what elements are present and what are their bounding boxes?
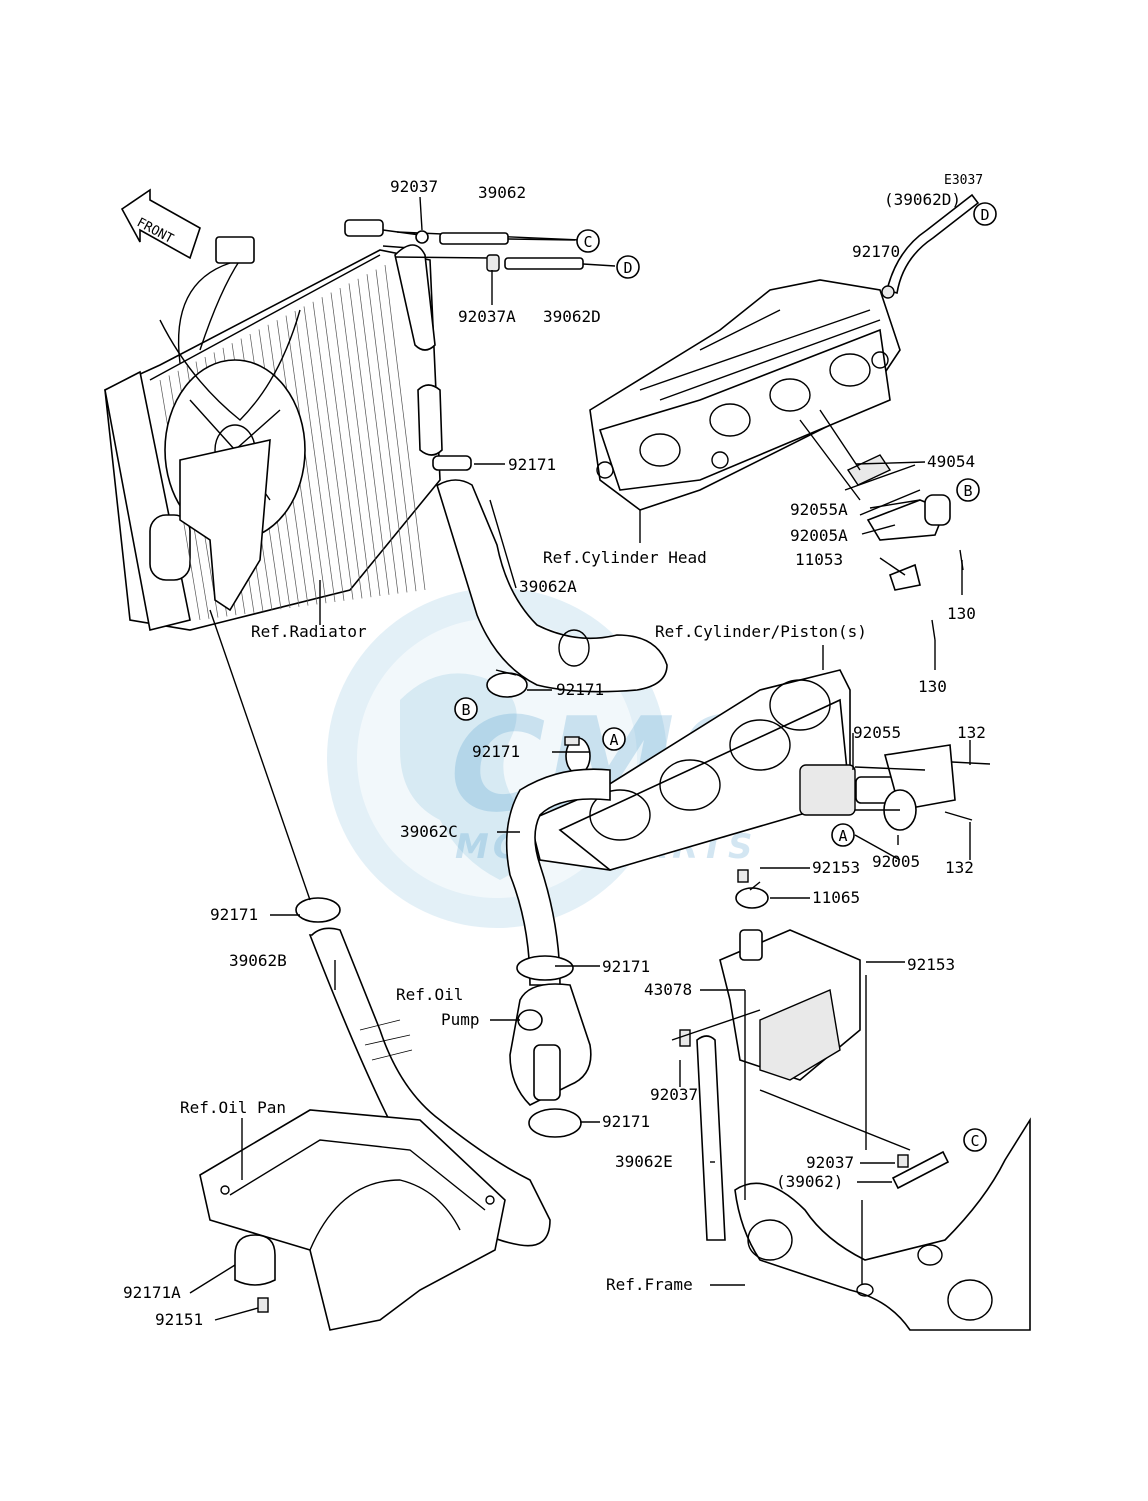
frame-drawing [734,1117,1031,1331]
label-92153-a: 92153 [812,858,860,877]
radiator-fan [159,236,306,612]
svg-text:D: D [623,259,632,277]
clamp-92171-B [486,669,528,698]
svg-text:B: B [461,701,470,719]
label-92037A: 92037A [458,307,516,326]
top-hoses [394,196,616,305]
ref-radiator: Ref.Radiator [251,622,367,641]
label-92170: 92170 [852,242,900,261]
hose-39062C [505,768,611,986]
label-92005: 92005 [872,852,920,871]
svg-text:A: A [609,731,618,749]
svg-text:C: C [583,233,592,251]
radiator-top-pipe [344,219,443,456]
label-92171-left: 92171 [210,905,258,924]
radiator-fin [375,269,417,592]
label-39062C: 39062C [400,822,458,841]
radiator-fin [285,315,327,604]
connector-A-right: A [831,823,855,847]
connector-C-low: C [963,1128,987,1152]
connector-D-right: D [973,202,997,226]
radiator-fin [294,310,336,603]
label-92037-low: 92037 [806,1153,854,1172]
svg-text:B: B [963,482,972,500]
hose-39062-lower [891,1150,950,1190]
radiator-fin [348,283,390,595]
connector-B-right: B [956,478,980,502]
label-92171-b: 92171 [556,680,604,699]
radiator-fin [321,297,363,599]
label-130-a: 130 [947,604,976,623]
radiator-fin [357,278,399,594]
ref-oil-pump-2: Pump [441,1010,480,1029]
connector-A-top: A [602,727,626,751]
radiator-fin [339,287,381,597]
label-92153-b: 92153 [907,955,955,974]
label-92037-top: 92037 [390,177,438,196]
radiator-fin [384,264,426,591]
connector-D-top: D [616,255,640,279]
label-43078: 43078 [644,980,692,999]
radiator-fin [330,292,372,598]
label-92171-upper: 92171 [508,455,556,474]
hose-39062E [679,1029,726,1241]
label-92005A: 92005A [790,526,848,545]
water-inlet-92005 [855,744,991,831]
label-39062E: 39062E [615,1152,673,1171]
reference-labels: Ref.Cylinder Head Ref.Radiator Ref.Cylin… [180,548,867,1294]
svg-text:C: C [970,1132,979,1150]
label-49054: 49054 [927,452,975,471]
radiator-fin [312,301,354,600]
leader-lines [189,461,971,1321]
ref-oil-pan: Ref.Oil Pan [180,1098,286,1117]
ref-cylinder-head: Ref.Cylinder Head [543,548,707,567]
oil-pan-drawing [199,1109,506,1331]
label-92171-pump-top: 92171 [602,957,650,976]
label-92171-pump-bottom: 92171 [602,1112,650,1131]
label-39062-top: 39062 [478,183,526,202]
label-39062A: 39062A [519,577,577,596]
label-11053: 11053 [795,550,843,569]
label-39062B: 39062B [229,951,287,970]
label-39062-paren: (39062) [776,1172,843,1191]
svg-text:A: A [838,827,847,845]
label-92055A: 92055A [790,500,848,519]
ref-frame: Ref.Frame [606,1275,693,1294]
svg-text:D: D [980,206,989,224]
label-92171A: 92171A [123,1283,181,1302]
ref-cylinder-piston: Ref.Cylinder/Piston(s) [655,622,867,641]
front-arrow-icon: FRONT [120,188,201,260]
radiator-fin [366,274,408,593]
label-92055: 92055 [853,723,901,742]
label-92037-mid: 92037 [650,1085,698,1104]
hose-39062D-right [881,193,980,299]
clamp-92171-A [564,736,591,775]
clamp-92171A [234,1234,276,1313]
label-39062D: 39062D [543,307,601,326]
oil-pump-drawing [509,955,592,1138]
diagram-code: E3037 [944,173,983,188]
label-39062D-paren: (39062D) [884,190,961,209]
part-labels: 92037 39062 92037A 39062D (39062D) 92170… [123,177,986,1329]
label-92151: 92151 [155,1310,203,1329]
cylinder-head-drawing [589,279,901,511]
hose-39062B [295,897,551,1247]
label-92171-a: 92171 [472,742,520,761]
label-132-a: 132 [957,723,986,742]
reserve-tank-drawing [719,869,867,1081]
ref-oil-pump-1: Ref.Oil [396,985,463,1004]
label-132-b: 132 [945,858,974,877]
connector-B-left: B [454,697,478,721]
radiator-fin [303,306,345,601]
connector-C-top: C [576,229,600,253]
thermostat-area [799,409,964,641]
hose-39062A [432,455,668,693]
label-11065: 11065 [812,888,860,907]
label-130-b: 130 [918,677,947,696]
cylinder-block-drawing [529,669,856,871]
